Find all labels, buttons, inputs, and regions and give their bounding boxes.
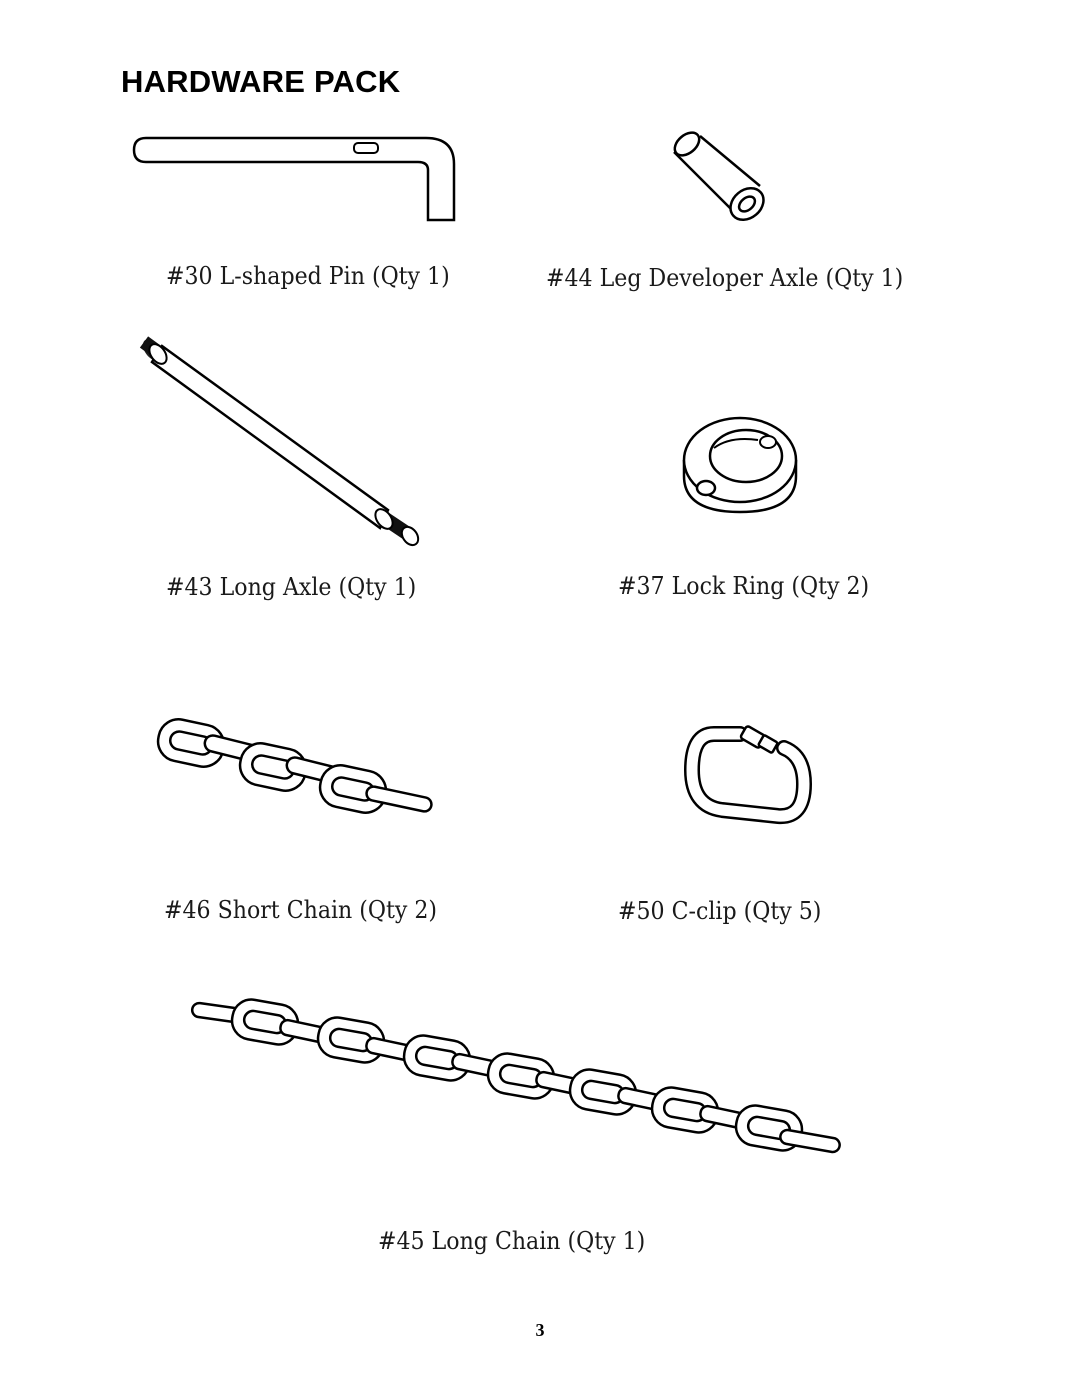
caption-c-clip: #50 C-clip (Qty 5) [618,897,822,925]
caption-leg-developer-axle: #44 Leg Developer Axle (Qty 1) [546,264,904,292]
caption-l-shaped-pin: #30 L-shaped Pin (Qty 1) [166,262,450,290]
page-number: 3 [535,1320,545,1340]
caption-short-chain: #46 Short Chain (Qty 2) [164,896,438,924]
long-axle-icon [139,336,420,547]
caption-long-chain: #45 Long Chain (Qty 1) [378,1227,646,1255]
long-chain-icon [190,998,841,1154]
caption-lock-ring: #37 Lock Ring (Qty 2) [618,572,870,600]
page-title: HARDWARE PACK [121,64,401,99]
short-chain-icon [156,718,433,814]
c-clip-icon [683,725,813,825]
lock-ring-icon [682,416,798,514]
axle-tube-icon [673,131,765,222]
l-shaped-pin-icon [132,136,456,222]
caption-long-axle: #43 Long Axle (Qty 1) [166,573,417,601]
